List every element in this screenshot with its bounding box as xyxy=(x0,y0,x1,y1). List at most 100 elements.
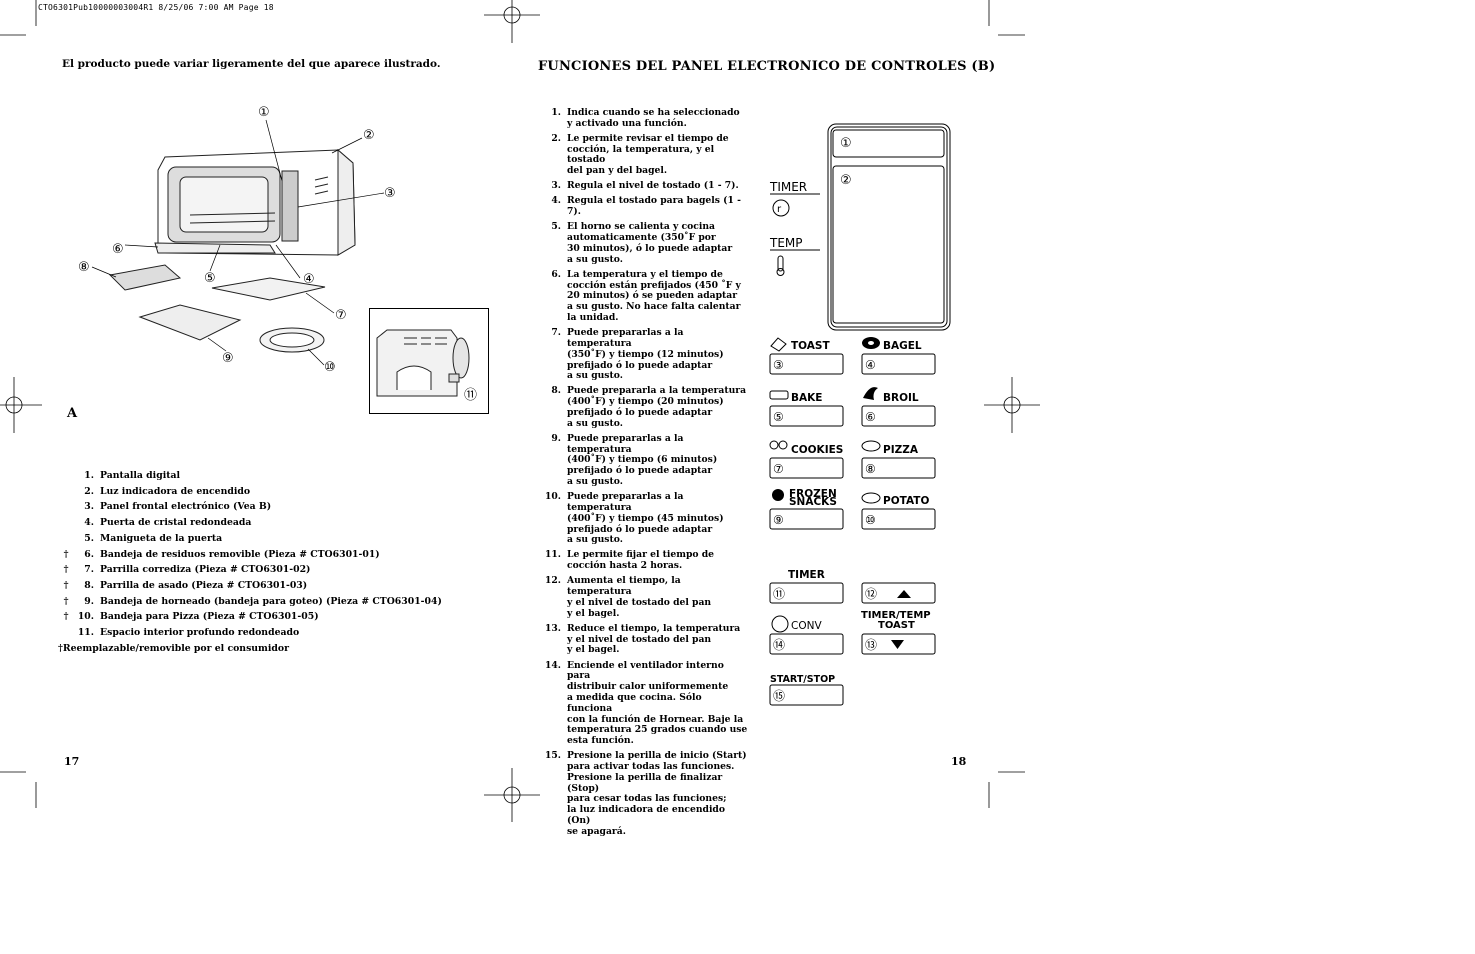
button-number: ⑥ xyxy=(865,410,876,424)
cookies-icon xyxy=(769,440,779,450)
bake-label: BAKE xyxy=(791,392,822,404)
callout-9: ⑨ xyxy=(222,351,234,366)
timertemp-toast-label: TOAST xyxy=(878,620,915,631)
pizza-label: PIZZA xyxy=(883,444,919,456)
display-indicator xyxy=(832,129,945,158)
parts-item: †7.Parrilla corrediza (Pieza # CTO6301-0… xyxy=(63,564,311,576)
parts-item: †9.Bandeja de horneado (bandeja para got… xyxy=(63,595,442,607)
button-number: ⑬ xyxy=(865,638,877,652)
parts-item: 5.Manigueta de la puerta xyxy=(84,532,223,544)
display-main xyxy=(832,165,945,324)
display-callout-2: ② xyxy=(840,173,852,188)
button-number: ⑦ xyxy=(773,462,784,476)
potato-button[interactable] xyxy=(861,508,936,530)
callout-5: ⑤ xyxy=(204,271,216,286)
pizza-icon xyxy=(861,440,881,452)
button-number: ④ xyxy=(865,358,876,372)
bagel-label: BAGEL xyxy=(883,340,922,352)
cookies-label: COOKIES xyxy=(791,444,843,456)
parts-footnote: †Reemplazable/removible por el consumido… xyxy=(58,642,290,654)
function-item: 12.Aumenta el tiempo, la temperatura y e… xyxy=(545,575,712,619)
function-item: 2.Le permite revisar el tiempo de cocció… xyxy=(551,132,729,177)
figure-label: A xyxy=(67,406,78,421)
callout-1: ① xyxy=(258,105,270,120)
page-number-left: 17 xyxy=(64,755,80,768)
oven-illustration: ① ② ③ ④ ⑤ ⑥ ⑦ ⑧ ⑨ ⑩ xyxy=(78,105,396,375)
snacks-label: SNACKS xyxy=(789,496,837,508)
timer-button-label: TIMER xyxy=(788,569,825,581)
function-item: 13.Reduce el tiempo, la temperatura y el… xyxy=(545,622,741,656)
display-callout-1: ① xyxy=(840,136,852,151)
button-number: ⑤ xyxy=(773,410,784,424)
oven-inset-detail: ⑪ xyxy=(369,308,489,414)
function-item: 8.Puede prepararla a la temperatura (400… xyxy=(551,385,747,429)
callout-7: ⑦ xyxy=(335,308,347,323)
start-stop-button[interactable] xyxy=(769,684,844,706)
button-number: ⑧ xyxy=(865,462,876,476)
frozen-snacks-icon xyxy=(772,489,784,501)
potato-icon xyxy=(861,492,881,504)
functions-list: 1.Indica cuando se ha seleccionado y act… xyxy=(536,107,748,842)
control-panel-diagram: TIMER r TEMP ① ② TOAST BAGEL BAKE BROIL … xyxy=(769,123,951,706)
callout-4: ④ xyxy=(303,272,315,287)
bagel-button[interactable] xyxy=(861,353,936,375)
parts-list: 1.Pantalla digital 2.Luz indicadora de e… xyxy=(58,468,442,656)
callout-3: ③ xyxy=(384,186,396,201)
chevron-up-icon xyxy=(897,590,911,598)
toast-button[interactable] xyxy=(769,353,844,375)
callout-8: ⑧ xyxy=(78,260,90,275)
toast-icon xyxy=(770,337,787,352)
parts-item: 2.Luz indicadora de encendido xyxy=(84,485,251,497)
button-number: ⑭ xyxy=(773,638,785,652)
parts-item: †6.Bandeja de residuos removible (Pieza … xyxy=(63,548,380,560)
down-button[interactable] xyxy=(861,633,936,655)
function-item: 1.Indica cuando se ha seleccionado y act… xyxy=(551,107,740,129)
broil-label: BROIL xyxy=(883,392,919,404)
thermometer-icon xyxy=(777,255,784,272)
button-number: ③ xyxy=(773,358,784,372)
clock-icon xyxy=(772,199,790,217)
temp-label: TEMP xyxy=(769,236,803,250)
parts-item: 4.Puerta de cristal redondeada xyxy=(84,517,252,529)
frozen-label: FROZEN xyxy=(789,488,837,500)
chevron-down-icon xyxy=(891,640,904,649)
up-button[interactable] xyxy=(861,582,936,604)
parts-item: †10.Bandeja para Pizza (Pieza # CTO6301-… xyxy=(63,611,319,623)
button-number: ⑪ xyxy=(773,587,785,601)
parts-item: 11.Espacio interior profundo redondeado xyxy=(77,627,300,639)
start-stop-label: START/STOP xyxy=(770,674,835,685)
broil-icon xyxy=(863,387,878,400)
callout-2: ② xyxy=(363,128,375,143)
button-number: ⑫ xyxy=(865,587,877,601)
button-number: ⑨ xyxy=(773,513,784,527)
function-item: 10.Puede prepararlas a la temperatura (4… xyxy=(545,491,724,546)
function-item: 15.Presione la perilla de inicio (Start)… xyxy=(545,750,747,837)
button-number: ⑩ xyxy=(865,513,876,527)
timer-button[interactable] xyxy=(769,582,844,604)
fan-icon xyxy=(771,615,789,633)
timertemp-label: TIMER/TEMP xyxy=(861,610,931,621)
timer-glyph: r xyxy=(777,204,782,215)
callout-6: ⑥ xyxy=(112,242,124,257)
parts-item: 1.Pantalla digital xyxy=(84,470,181,481)
bake-button[interactable] xyxy=(769,405,844,427)
baking-pan xyxy=(138,304,242,341)
crumb-tray xyxy=(154,242,276,254)
page-title: FUNCIONES DEL PANEL ELECTRONICO DE CONTR… xyxy=(538,59,996,74)
function-item: 14.Enciende el ventilador interno para d… xyxy=(545,659,748,747)
broil-rack xyxy=(108,264,182,291)
frozen-snacks-button[interactable] xyxy=(769,508,844,530)
broil-button[interactable] xyxy=(861,405,936,427)
pizza-button[interactable] xyxy=(861,457,936,479)
callout-10: ⑩ xyxy=(324,360,336,375)
slide-rack xyxy=(211,277,326,301)
bake-icon xyxy=(769,390,789,400)
conv-button[interactable] xyxy=(769,633,844,655)
function-item: 5.El horno se calienta y cocina automati… xyxy=(551,221,733,265)
cookies-button[interactable] xyxy=(769,457,844,479)
callout-11: ⑪ xyxy=(464,388,477,403)
function-item: 9.Puede prepararlas a la temperatura (40… xyxy=(551,432,718,488)
timer-label: TIMER xyxy=(769,180,807,194)
potato-label: POTATO xyxy=(883,495,929,507)
